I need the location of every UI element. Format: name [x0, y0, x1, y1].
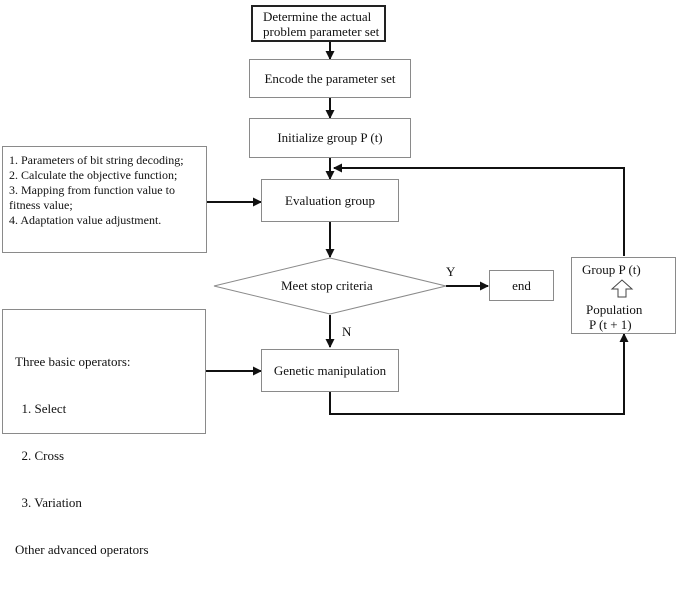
encode-label: Encode the parameter set: [264, 70, 396, 86]
evaluation-label: Evaluation group: [285, 192, 375, 208]
arrow-genetic-to-population: [329, 333, 629, 415]
genetic-manipulation-box: Genetic manipulation: [261, 349, 399, 392]
population-bottom-label: P (t + 1): [589, 317, 632, 332]
initialize-label: Initialize group P (t): [277, 130, 383, 145]
evaluation-notes-box: 1. Parameters of bit string decoding; 2.…: [2, 146, 207, 253]
determine-parameter-set-box: Determine the actual problem parameter s…: [251, 5, 386, 42]
no-label: N: [342, 324, 352, 339]
end-box: end: [489, 270, 554, 301]
operators-note-4: 3. Variation: [15, 495, 82, 510]
operators-note-2: 1. Select: [15, 401, 67, 416]
determine-line-2: problem parameter set: [263, 24, 380, 39]
operators-note-1: Three basic operators:: [15, 354, 131, 369]
arrow-population-to-evaluation: [333, 163, 625, 256]
decision-diamond: [213, 257, 447, 315]
decision-label: Meet stop criteria: [281, 278, 373, 293]
population-box: Group P (t) Population P (t + 1): [571, 257, 676, 334]
yes-label: Y: [446, 264, 456, 279]
operators-notes-box: Three basic operators: 1. Select 2. Cros…: [2, 309, 206, 557]
population-top-label: Group P (t): [582, 262, 641, 277]
evaluation-note-3: 3. Mapping from function value to: [9, 183, 175, 197]
genetic-label: Genetic manipulation: [273, 362, 387, 378]
end-label: end: [512, 277, 531, 293]
evaluation-note-2: 2. Calculate the objective function;: [9, 168, 178, 182]
evaluation-note-4: fitness value;: [9, 198, 73, 212]
determine-line-1: Determine the actual: [263, 9, 372, 24]
initialize-group-box: Initialize group P (t): [249, 118, 411, 158]
encode-box: Encode the parameter set: [249, 59, 411, 98]
operators-note-3: 2. Cross: [15, 448, 65, 463]
evaluation-note-1: 1. Parameters of bit string decoding;: [9, 153, 184, 167]
evaluation-group-box: Evaluation group: [261, 179, 399, 222]
evaluation-note-5: 4. Adaptation value adjustment.: [9, 213, 162, 227]
up-arrow-icon: [610, 279, 634, 298]
operators-note-5: Other advanced operators: [15, 542, 149, 557]
flowchart-canvas: Determine the actual problem parameter s…: [2, 5, 676, 557]
population-middle-label: Population: [586, 302, 643, 317]
connector-layer: [206, 42, 634, 415]
